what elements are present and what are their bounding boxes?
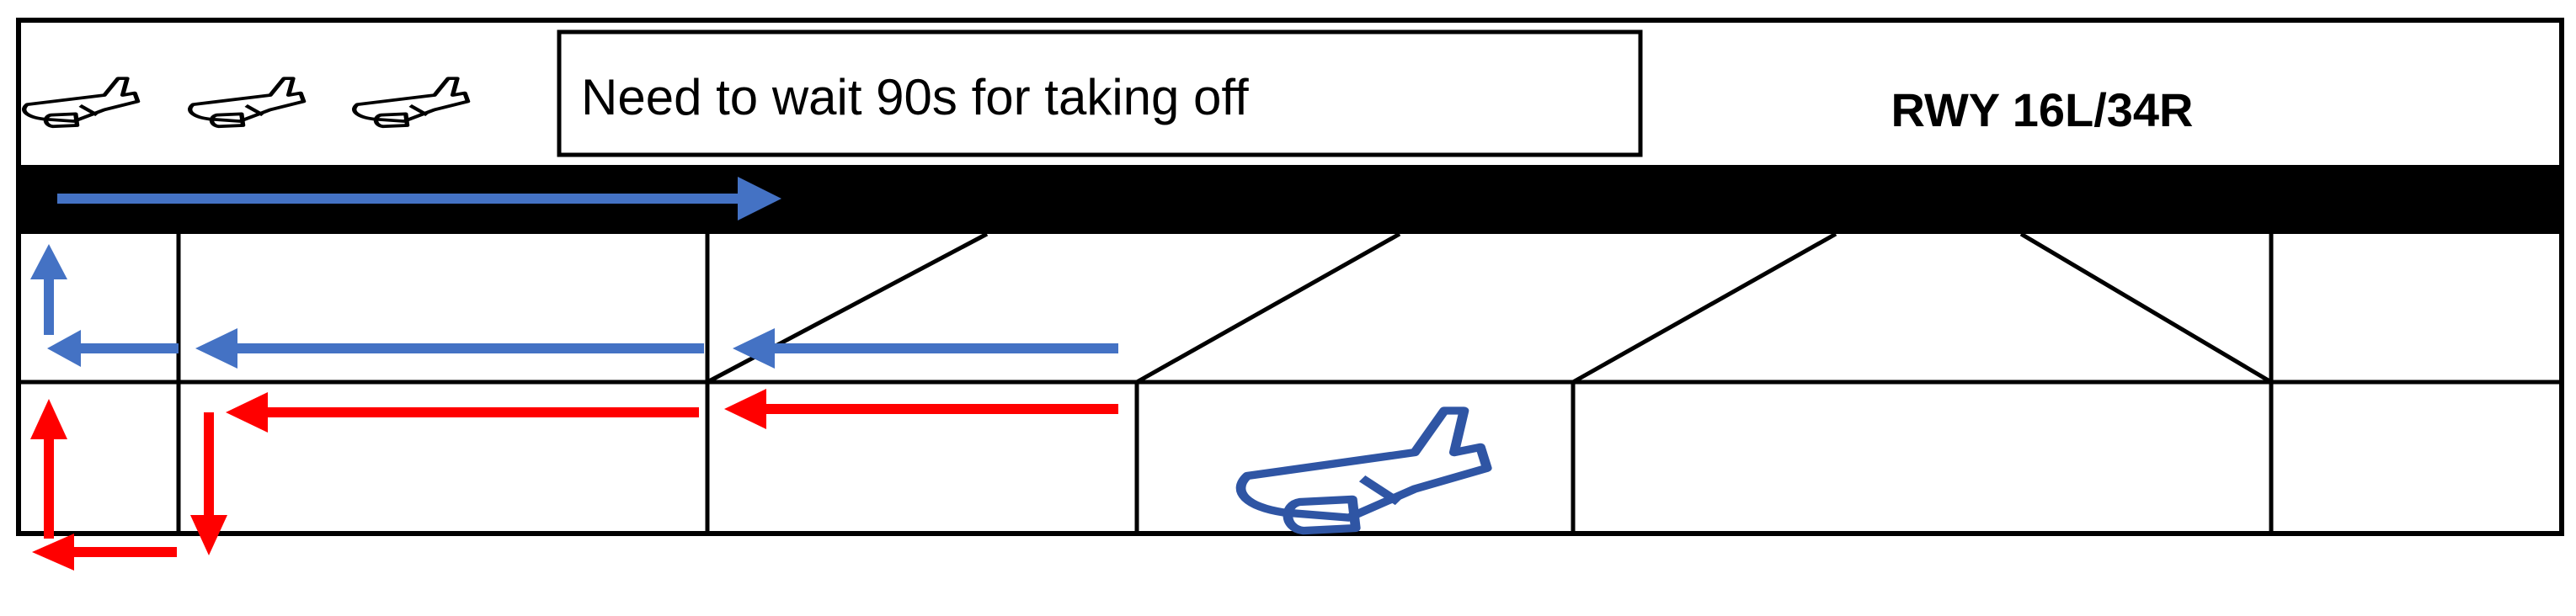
blue-arrowhead-segment-2 (195, 328, 237, 369)
red-arrowhead-up (30, 399, 67, 439)
parked-aircraft-icon (1241, 411, 1487, 531)
blue-route (30, 177, 1118, 369)
queued-aircraft-3-icon (355, 78, 468, 126)
runway-label: RWY 16L/34R (1891, 83, 2194, 136)
diagram-outer-frame (16, 18, 2564, 536)
queued-aircraft-group (24, 78, 468, 126)
red-arrowhead-down (190, 515, 227, 555)
red-arrowhead-left (32, 534, 74, 571)
queued-aircraft-1-icon (24, 78, 138, 126)
wait-message-text: Need to wait 90s for taking off (581, 69, 1249, 125)
wait-message-box (557, 29, 1643, 157)
red-arrowhead-segment-2 (226, 392, 268, 433)
taxiway-grid (19, 231, 2562, 534)
red-arrowhead-segment-1 (724, 389, 766, 429)
blue-arrowhead-runway (738, 177, 781, 220)
red-route (30, 389, 1118, 571)
queued-aircraft-2-icon (190, 78, 304, 126)
blue-arrowhead-segment-3 (47, 330, 81, 367)
blue-arrowhead-up (30, 244, 67, 279)
blue-arrowhead-segment-1 (733, 328, 775, 369)
